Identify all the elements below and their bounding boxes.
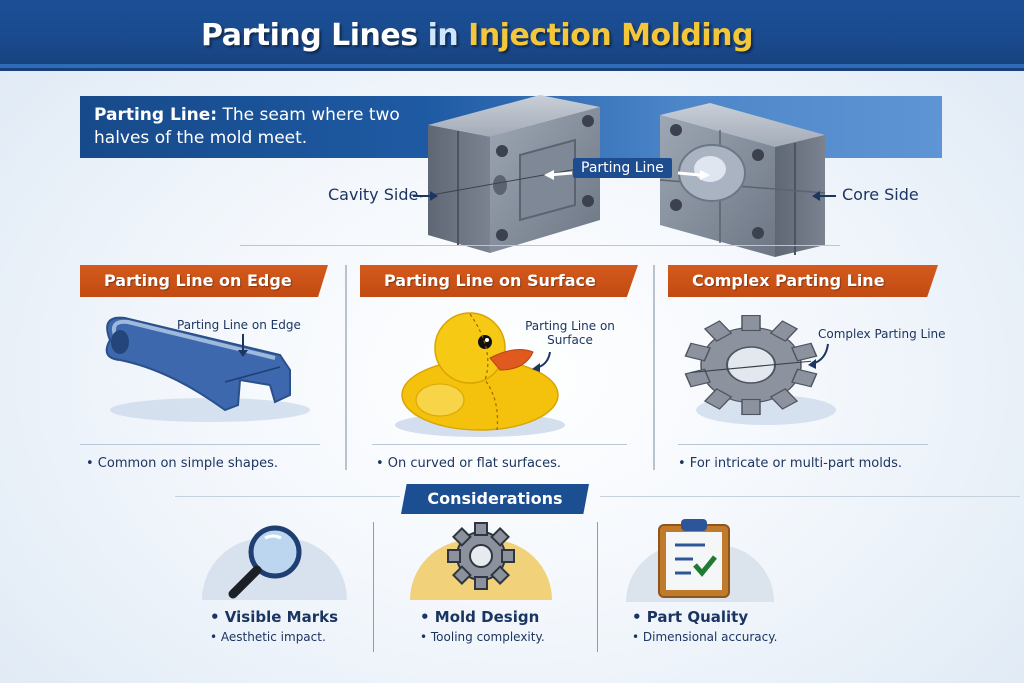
complex-bullet: • For intricate or multi-part molds. xyxy=(678,456,903,471)
header-rule-dark xyxy=(0,68,1024,71)
core-half xyxy=(659,103,826,257)
surface-callout: Parting Line on Surface xyxy=(525,319,615,347)
parting-arrow-right xyxy=(677,171,701,177)
core-side-label: Core Side xyxy=(842,185,919,204)
cavity-side-label: Cavity Side xyxy=(328,185,419,204)
considerations-heading: Considerations xyxy=(401,484,589,514)
core-arrow xyxy=(818,195,836,197)
header-bar xyxy=(0,0,1024,64)
definition-term: Parting Line: xyxy=(94,105,218,125)
mold-halves-illustration xyxy=(420,95,826,257)
mold-design-title: • Mold Design xyxy=(420,608,540,626)
edge-separator xyxy=(80,444,320,445)
surface-separator xyxy=(372,444,627,445)
cavity-arrow xyxy=(413,195,433,197)
edge-callout: Parting Line on Edge xyxy=(177,318,301,332)
section-complex-heading: Complex Parting Line xyxy=(668,265,938,297)
complex-callout: Complex Parting Line xyxy=(818,327,946,341)
definition-text: Parting Line: The seam where two halves … xyxy=(94,104,414,150)
section-surface-heading: Parting Line on Surface xyxy=(360,265,638,297)
definition-body: The seam where two halves of the mold me… xyxy=(94,105,400,148)
page-title: Parting Lines in Injection Molding xyxy=(0,18,1024,53)
complex-gear-illustration xyxy=(684,315,836,425)
header-rule xyxy=(0,64,1024,68)
clipboard-check-icon xyxy=(658,519,730,598)
mold-baseline xyxy=(240,245,840,246)
complex-separator xyxy=(678,444,928,445)
title-part-1: Parting Lines xyxy=(201,18,418,53)
considerations-rule-right xyxy=(600,496,1020,497)
visible-marks-title: • Visible Marks xyxy=(210,608,338,626)
surface-bullet: • On curved or flat surfaces. xyxy=(376,456,561,471)
parting-line-label: Parting Line xyxy=(573,158,672,178)
part-quality-detail: • Dimensional accuracy. xyxy=(632,630,778,644)
arrow-left-head-icon xyxy=(544,170,554,180)
surface-callout-line1: Parting Line on xyxy=(525,319,615,333)
section-divider xyxy=(345,265,347,470)
cavity-half xyxy=(420,95,601,253)
arrow-down-icon xyxy=(238,350,248,357)
title-part-2: in xyxy=(427,18,459,53)
curved-arrow-icon xyxy=(532,351,551,372)
considerations-divider xyxy=(373,522,374,652)
section-edge-heading: Parting Line on Edge xyxy=(80,265,328,297)
mold-design-detail: • Tooling complexity. xyxy=(420,630,545,644)
magnifier-icon xyxy=(228,525,302,599)
edge-part-illustration xyxy=(105,316,310,422)
title-part-3: Injection Molding xyxy=(468,18,753,53)
surface-callout-line2: Surface xyxy=(547,333,593,347)
gear-icon xyxy=(447,522,515,590)
considerations-divider xyxy=(597,522,598,652)
duck-illustration xyxy=(395,312,565,437)
arrow-left-icon xyxy=(812,191,820,201)
arrow-right-head-icon xyxy=(700,170,710,180)
visible-marks-detail: • Aesthetic impact. xyxy=(210,630,326,644)
section-divider xyxy=(653,265,655,470)
arrow-right-icon xyxy=(430,191,438,201)
edge-callout-arrow xyxy=(242,334,244,352)
part-quality-title: • Part Quality xyxy=(632,608,749,626)
curved-arrow-icon xyxy=(808,343,829,369)
considerations-rule-left xyxy=(175,496,400,497)
edge-bullet: • Common on simple shapes. xyxy=(86,456,278,471)
